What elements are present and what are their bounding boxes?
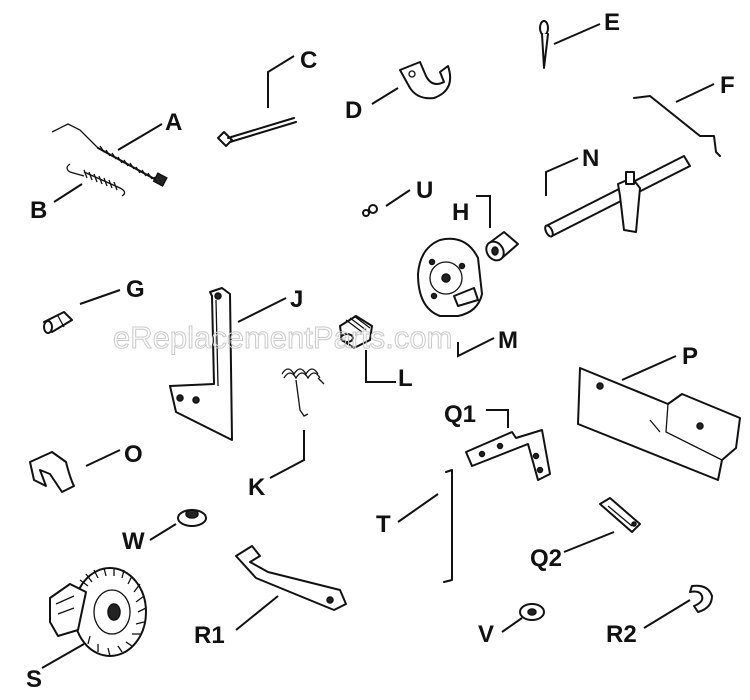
callout-v: V xyxy=(478,621,494,648)
callout-t: T xyxy=(376,511,391,538)
callout-q2: Q2 xyxy=(530,545,562,572)
part-r2-clip xyxy=(689,584,713,613)
part-c-screw xyxy=(217,117,297,147)
callout-k: K xyxy=(248,474,266,501)
callout-e: E xyxy=(604,9,620,36)
callout-g: G xyxy=(126,276,145,303)
callout-j: J xyxy=(290,286,303,313)
part-j-bracket xyxy=(169,287,233,441)
callout-l: L xyxy=(398,365,413,392)
callout-m: M xyxy=(498,327,518,354)
part-p-plate xyxy=(577,367,741,481)
callout-q1: Q1 xyxy=(444,401,476,428)
part-v-washer xyxy=(519,603,545,621)
callout-r1: R1 xyxy=(194,622,225,649)
part-t-rod xyxy=(443,469,453,583)
callout-p: P xyxy=(682,343,698,370)
watermark-text: eReplacementParts.com xyxy=(113,320,452,355)
callout-o: O xyxy=(124,441,143,468)
callout-c: C xyxy=(300,47,317,74)
part-o-clip xyxy=(29,451,75,493)
callout-r2: R2 xyxy=(606,621,637,648)
part-n-shaft xyxy=(544,155,691,238)
part-d-clip xyxy=(399,61,452,100)
part-q1-link xyxy=(465,429,551,481)
callout-w: W xyxy=(122,528,145,555)
part-f-rod xyxy=(633,95,721,157)
part-e-cotter-pin xyxy=(539,20,549,69)
part-s-gear xyxy=(49,567,147,657)
leader-lines xyxy=(41,23,715,669)
part-l-fitting xyxy=(339,315,373,349)
part-m-plate xyxy=(417,237,483,317)
part-a-spring-rod xyxy=(51,123,168,187)
callout-u: U xyxy=(416,177,433,204)
part-u-small-pin xyxy=(362,204,378,217)
part-g-pin xyxy=(43,311,73,334)
part-k-torsion-spring xyxy=(281,368,325,417)
part-r1-lever xyxy=(235,545,347,611)
part-h-bushing xyxy=(485,231,519,262)
callout-s: S xyxy=(26,666,42,693)
callout-h: H xyxy=(452,199,469,226)
callout-n: N xyxy=(582,145,599,172)
part-w-grommet xyxy=(177,509,207,527)
callout-f: F xyxy=(720,72,735,99)
callout-d: D xyxy=(345,97,362,124)
part-b-extension-spring xyxy=(66,163,126,197)
callout-labels: A B C D E F G H J K L M N O P Q1 Q2 R1 R… xyxy=(26,9,735,693)
part-q2-plate xyxy=(599,497,641,533)
callout-b: B xyxy=(30,197,47,224)
callout-a: A xyxy=(165,109,182,136)
